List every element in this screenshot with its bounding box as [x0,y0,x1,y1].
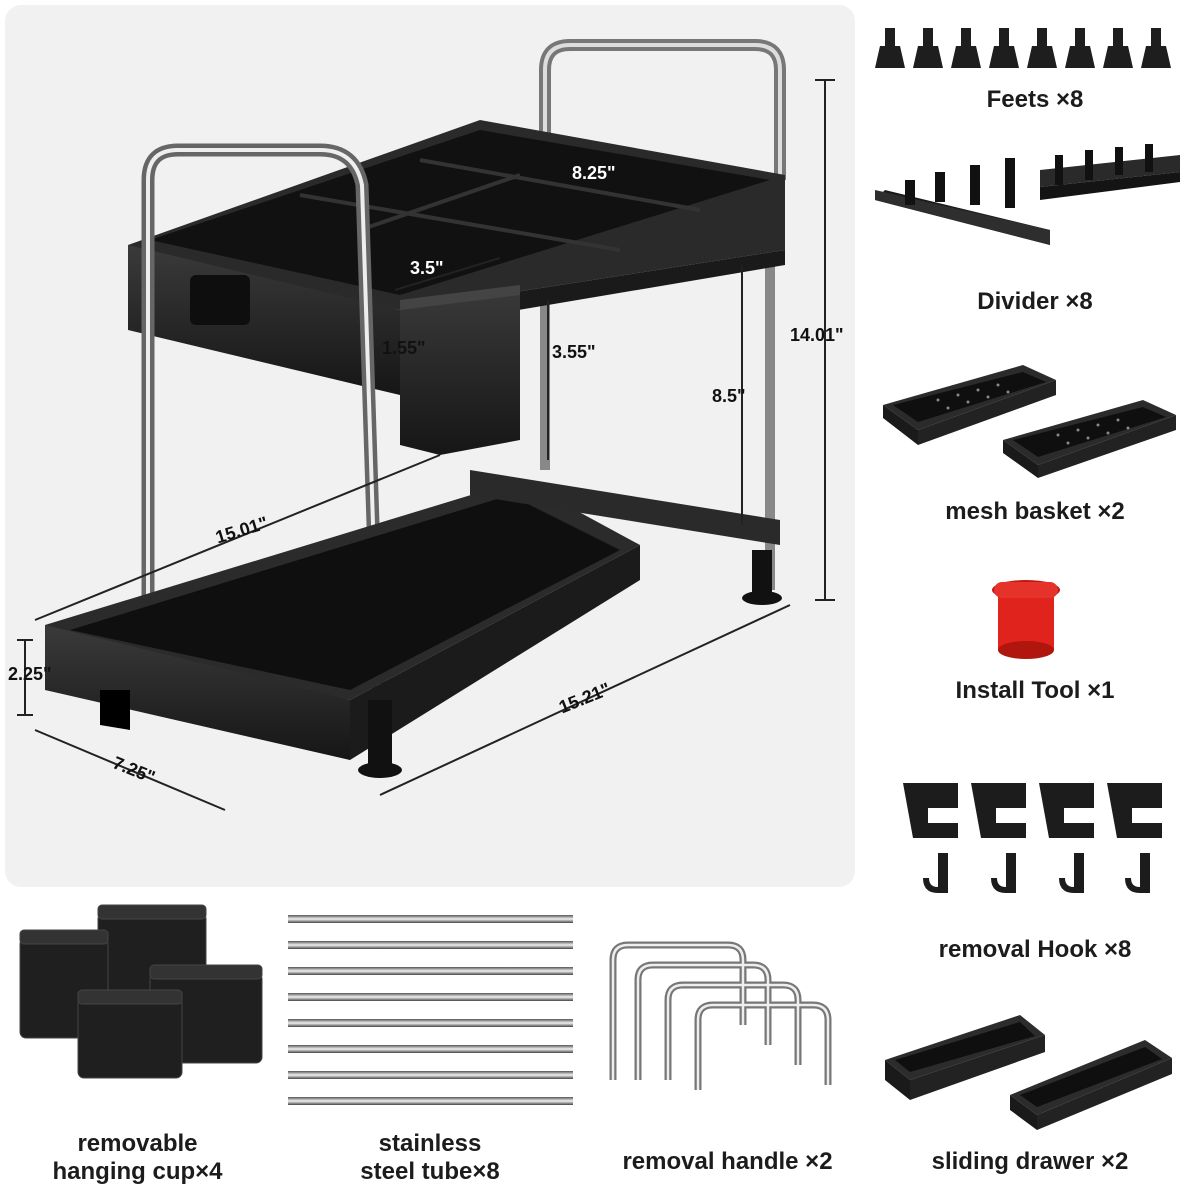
mesh-basket-icon [883,365,1176,478]
removal-handle-icon [609,941,832,1090]
hanging-cup-label-line1: removable [77,1130,198,1157]
install-tool-label: Install Tool ×1 [955,677,1115,704]
hanging-cup-icon [19,904,263,1079]
divider-icon [875,144,1180,245]
dim-drawer-height: 2.25" [8,664,52,684]
mesh-basket-label: mesh basket ×2 [945,498,1125,525]
organizer-illustration [17,39,835,811]
removal-handle-label: removal handle ×2 [622,1148,833,1175]
divider-label: Divider ×8 [977,288,1093,315]
steel-tube-label-line1: stainless [378,1130,482,1157]
feets-label: Feets ×8 [986,86,1084,113]
dim-shelf-gap: 8.5" [712,386,746,406]
install-tool-icon [992,580,1060,659]
steel-tube-icon [288,915,573,1105]
dim-divider-depth: 3.5" [410,258,444,278]
sliding-drawer-icon [885,1015,1172,1130]
dim-cup-height: 3.55" [552,342,596,362]
steel-tube-label-line2: steel tube×8 [360,1158,500,1185]
hanging-cup-label-line2: hanging cup×4 [52,1158,223,1185]
sliding-drawer-label: sliding drawer ×2 [931,1148,1129,1175]
dim-total-height: 14.01" [790,325,844,345]
dim-cup-width: 1.55" [382,338,426,358]
removal-hook-label: removal Hook ×8 [938,936,1132,963]
hook-icon [903,783,1162,893]
dim-top-width: 8.25" [572,163,616,183]
feet-icon [875,28,1171,68]
